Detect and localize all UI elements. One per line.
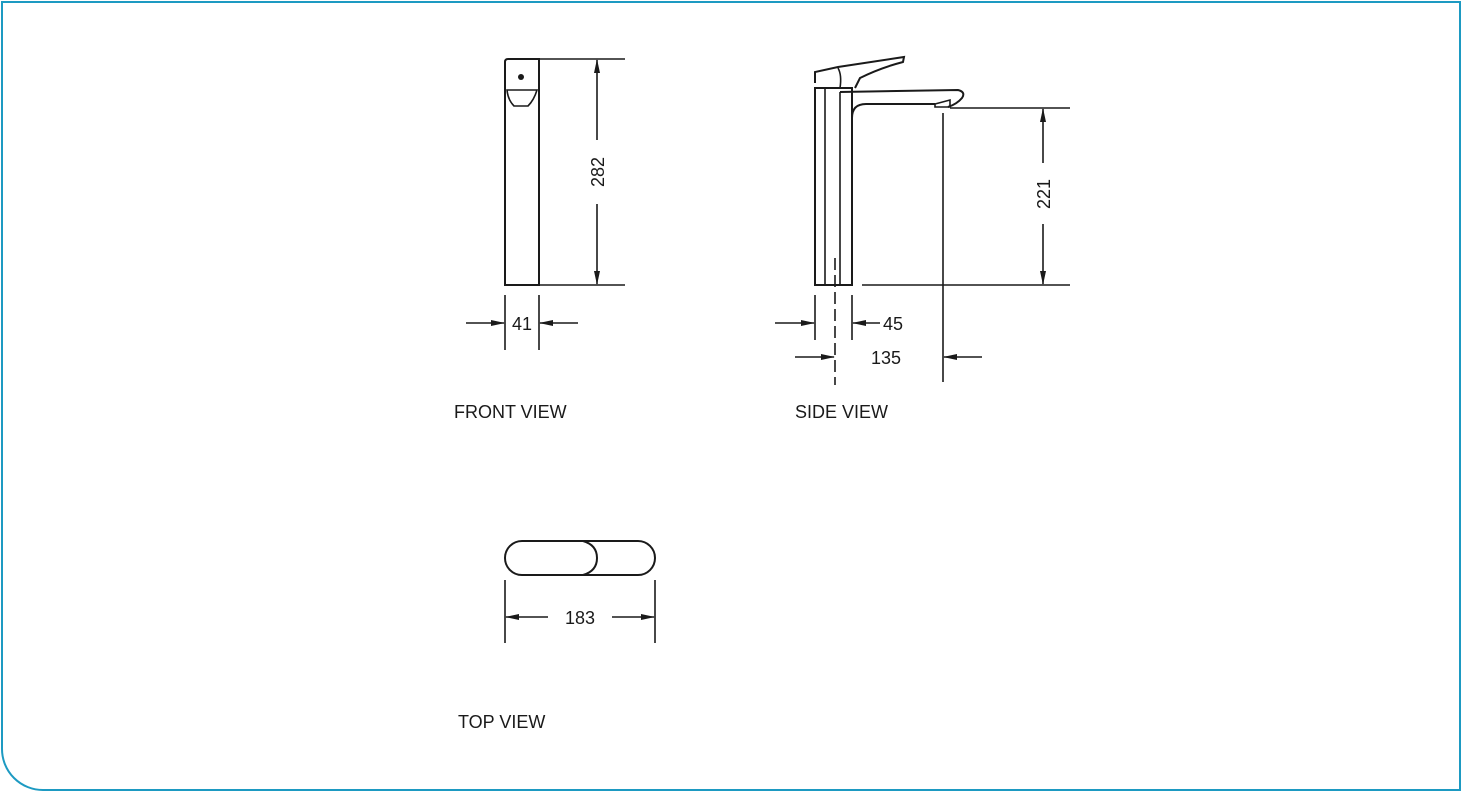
top-handle-divider (522, 540, 599, 576)
front-handle-dot (518, 74, 524, 80)
front-view: 282 41 (466, 58, 625, 350)
front-outlet (506, 89, 539, 107)
side-reach-dim: 135 (871, 348, 901, 368)
top-length-dim: 183 (565, 608, 595, 628)
front-width-dim: 41 (512, 314, 532, 334)
side-spout (839, 88, 965, 108)
top-view: 183 (504, 540, 656, 643)
side-spout-height-dim: 221 (1034, 179, 1054, 209)
side-view: 221 45 135 (775, 55, 1070, 385)
side-view-label: SIDE VIEW (795, 402, 889, 422)
front-height-dim: 282 (588, 157, 608, 187)
top-view-label: TOP VIEW (458, 712, 546, 732)
front-body (504, 58, 540, 286)
side-body (814, 87, 853, 286)
side-aerator (934, 98, 951, 108)
side-handle (814, 55, 906, 89)
top-outline (504, 540, 656, 576)
side-base-dim: 45 (883, 314, 903, 334)
front-view-label: FRONT VIEW (454, 402, 567, 422)
